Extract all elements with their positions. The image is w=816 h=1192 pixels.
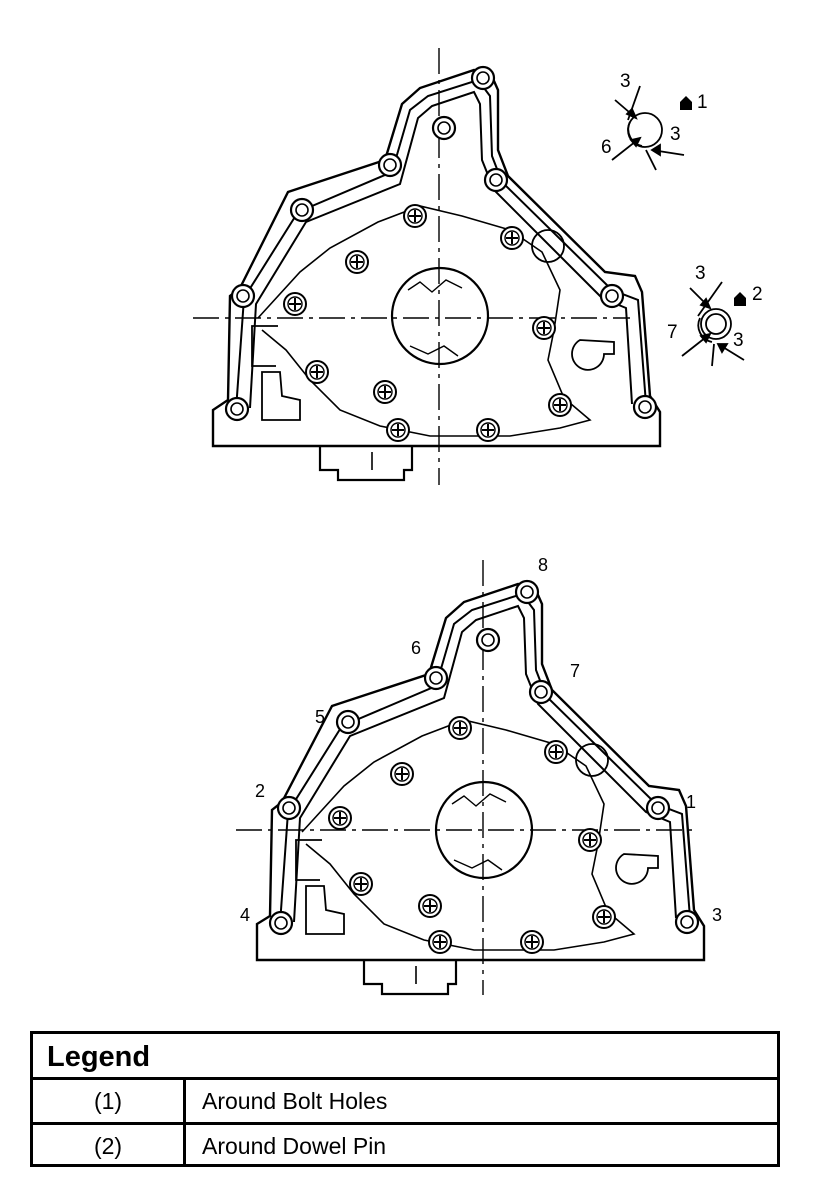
sequence-label-4: 4 (240, 905, 250, 925)
legend-value: Around Bolt Holes (202, 1088, 388, 1114)
detail2-number-c: 7 (667, 322, 678, 343)
detail2-number-b: 3 (733, 330, 744, 351)
detail1-number-a: 3 (620, 71, 631, 92)
detail1-number-b: 3 (670, 124, 681, 145)
legend-key: (2) (33, 1125, 186, 1164)
sequence-label-6: 6 (411, 638, 421, 658)
detail2-ref: 2 (752, 284, 763, 305)
sequence-label-1: 1 (686, 792, 696, 812)
sequence-label-3: 3 (712, 905, 722, 925)
legend-title: Legend (33, 1034, 777, 1080)
legend-row: (2) Around Dowel Pin (33, 1122, 777, 1164)
detail2-number-a: 3 (695, 263, 706, 284)
sealant-drop-icon (680, 96, 692, 110)
sequence-label-7: 7 (570, 661, 580, 681)
detail1-number-c: 6 (601, 137, 612, 158)
legend-key: (1) (33, 1080, 186, 1122)
detail-around-bolt-holes (611, 85, 685, 171)
sequence-label-2: 2 (255, 781, 265, 801)
sequence-label-5: 5 (315, 707, 325, 727)
bottom-cover-view (236, 560, 706, 996)
detail-around-dowel-pin (681, 281, 745, 367)
sealant-drop-icon (734, 292, 746, 306)
legend-table: Legend (1) Around Bolt Holes (2) Around … (30, 1031, 780, 1167)
oil-pump-cover-diagrams: 3 3 6 1 3 3 7 2 (193, 48, 763, 996)
top-cover-view (193, 48, 662, 485)
legend-row: (1) Around Bolt Holes (33, 1080, 777, 1122)
detail1-ref: 1 (697, 92, 708, 113)
sequence-label-8: 8 (538, 555, 548, 575)
legend-value: Around Dowel Pin (202, 1133, 387, 1159)
